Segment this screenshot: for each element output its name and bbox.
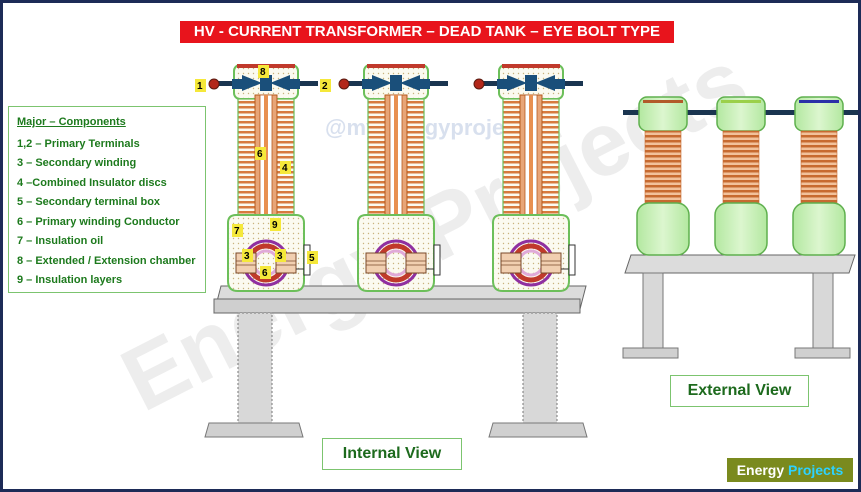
legend-item: 5 – Secondary terminal box	[17, 196, 161, 208]
brand-part-1: Energy	[736, 462, 785, 478]
internal-ct-unit-3	[474, 64, 583, 291]
external-ct-unit-3	[778, 96, 858, 256]
legend-heading: Major – Components	[17, 116, 126, 128]
external-view-label: External View	[670, 375, 809, 407]
callout-6-lower: 6	[262, 268, 268, 279]
transformer-drawing: 1 2 8 6 4 7 9 3 3 6 5	[195, 3, 858, 438]
internal-ct-unit-1	[209, 64, 318, 291]
legend-item: 8 – Extended / Extension chamber	[17, 255, 196, 267]
internal-ct-unit-2	[339, 64, 448, 291]
callout-2: 2	[322, 81, 328, 92]
callout-7: 7	[234, 226, 240, 237]
watermark-handle: @myenergyprojects	[325, 115, 536, 140]
internal-view-label: Internal View	[322, 438, 462, 470]
callout-3-right: 3	[277, 251, 283, 262]
diagram-title: HV - CURRENT TRANSFORMER – DEAD TANK – E…	[180, 21, 674, 43]
brand-logo: Energy Projects	[727, 458, 853, 482]
internal-view-table	[204, 285, 588, 438]
components-legend: Major – Components 1,2 – Primary Termina…	[8, 106, 206, 293]
callout-4: 4	[282, 163, 288, 174]
legend-item: 1,2 – Primary Terminals	[17, 138, 140, 150]
legend-item: 4 –Combined Insulator discs	[17, 177, 167, 189]
callout-6-upper: 6	[257, 149, 263, 160]
brand-part-2: Projects	[788, 462, 844, 478]
legend-item: 7 – Insulation oil	[17, 235, 104, 247]
callout-1: 1	[197, 81, 203, 92]
legend-item: 9 – Insulation layers	[17, 274, 123, 286]
external-view-table	[622, 254, 856, 359]
external-ct-unit-1	[622, 96, 704, 256]
callout-8: 8	[260, 67, 266, 78]
callout-5: 5	[309, 253, 315, 264]
callout-3-left: 3	[244, 251, 250, 262]
external-ct-unit-2	[700, 96, 782, 256]
legend-item: 6 – Primary winding Conductor	[17, 216, 180, 228]
legend-item: 3 – Secondary winding	[17, 157, 137, 169]
callout-9: 9	[272, 220, 278, 231]
